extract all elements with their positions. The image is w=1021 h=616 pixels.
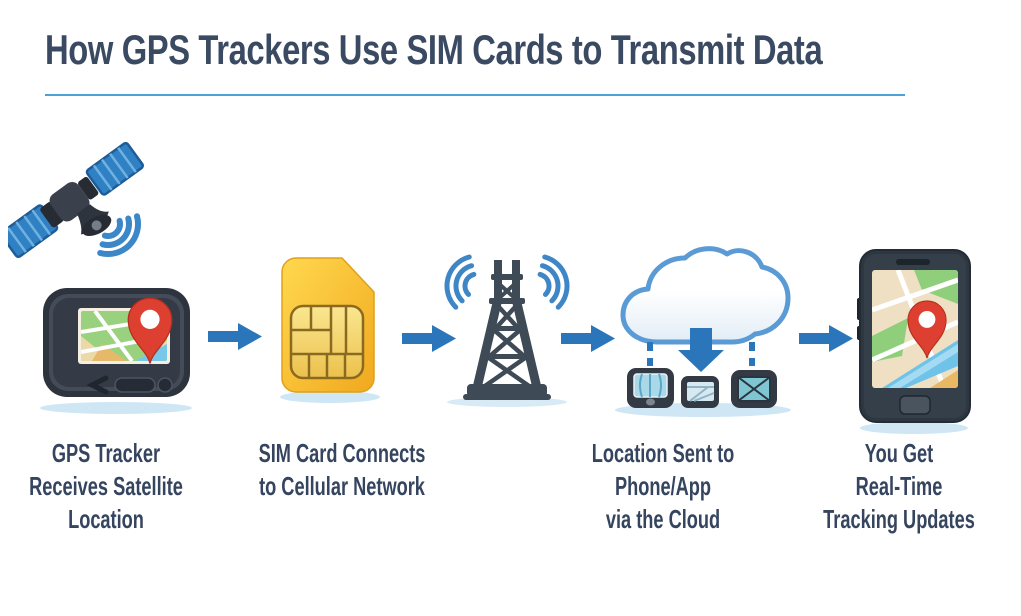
phone-home-button (899, 395, 931, 415)
right-arrow-icon (799, 325, 853, 352)
connected-devices-icon (627, 368, 777, 408)
page-title: How GPS Trackers Use SIM Cards to Transm… (45, 26, 823, 73)
tracker-back-button (86, 375, 109, 395)
cloud-shape (620, 246, 791, 345)
step-label-gps-tracker: GPS Tracker Receives Satellite Location (29, 438, 183, 534)
tracker-power-button (157, 377, 173, 393)
gps-tracker-icon (40, 288, 192, 414)
tracker-shadow (40, 402, 192, 414)
tracker-menu-button (114, 377, 156, 393)
sim-card-icon (280, 257, 380, 403)
right-arrow-icon (402, 325, 456, 352)
smartphone-map-icon (857, 249, 971, 434)
satellite-icon (8, 142, 144, 259)
location-pin-icon (127, 297, 173, 364)
sim-shadow (280, 391, 380, 403)
step-label-sim-card: SIM Card Connects to Cellular Network (258, 438, 426, 501)
right-arrow-icon (561, 325, 615, 352)
phone-speaker (896, 259, 930, 265)
title-underline (45, 94, 905, 96)
step-label-cloud: Location Sent to Phone/App via the Cloud (591, 438, 735, 534)
right-arrow-icon (208, 323, 262, 350)
sim-chip (289, 304, 365, 380)
tower-signal-waves-icon (444, 254, 570, 310)
cell-tower-icon (444, 254, 570, 407)
download-arrow-icon (678, 328, 724, 372)
mail-envelope-icon (737, 376, 771, 402)
step-label-updates: You Get Real-Time Tracking Updates (823, 438, 975, 534)
cloud-download-icon (615, 246, 791, 417)
phone-shadow (860, 422, 968, 434)
location-pin-icon (907, 300, 947, 359)
